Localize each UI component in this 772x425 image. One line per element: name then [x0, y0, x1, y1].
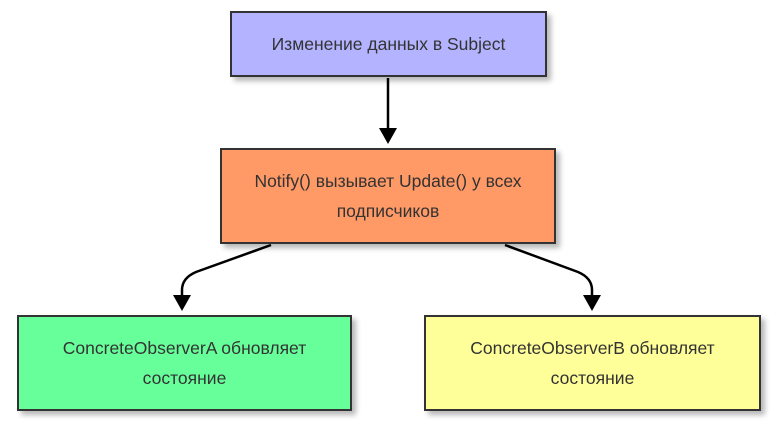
observer-a-node: ConcreteObserverA обновляет состояние — [17, 315, 352, 411]
observer-b-node: ConcreteObserverB обновляет состояние — [424, 315, 761, 411]
notify-node-label: Notify() вызывает Update() у всех подпис… — [254, 171, 522, 221]
arrowhead-notify — [379, 128, 397, 144]
notify-node: Notify() вызывает Update() у всех подпис… — [220, 148, 556, 244]
subject-node-label: Изменение данных в Subject — [271, 34, 506, 54]
subject-node: Изменение данных в Subject — [230, 11, 547, 77]
edge-notify-to-observer-b — [504, 243, 594, 298]
observer-b-node-label: ConcreteObserverB обновляет состояние — [470, 338, 715, 388]
arrowhead-observer-b — [583, 295, 601, 311]
observer-a-node-label: ConcreteObserverA обновляет состояние — [62, 338, 307, 388]
edge-notify-to-observer-a — [180, 243, 272, 298]
arrowhead-observer-a — [173, 295, 191, 311]
